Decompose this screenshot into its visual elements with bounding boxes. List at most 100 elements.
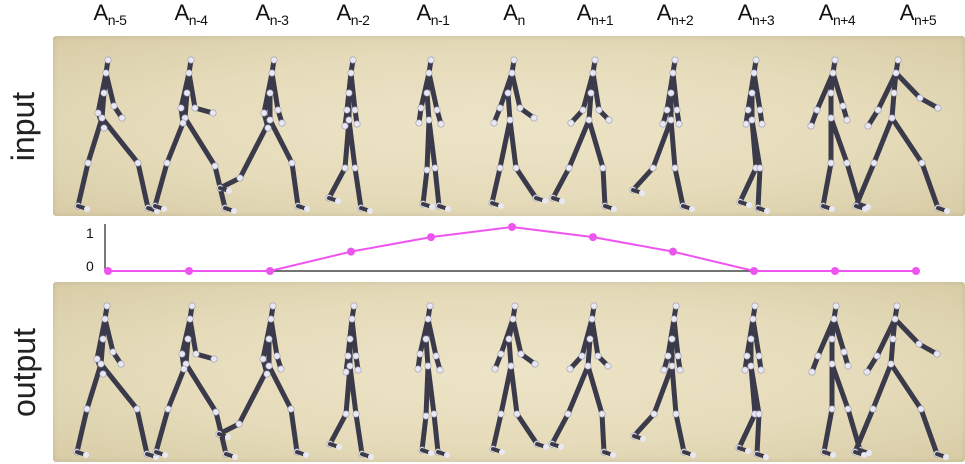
- skeleton-bone: [815, 316, 837, 359]
- skeleton-joint: [509, 315, 517, 323]
- input-panel: [53, 36, 965, 216]
- output-skeletons: [73, 302, 949, 460]
- column-label-subscript: n+4: [832, 12, 856, 28]
- skeleton-joint: [673, 106, 681, 114]
- skeleton-bone: [888, 361, 924, 412]
- skeleton-joint: [429, 204, 435, 210]
- skeleton-joint: [676, 366, 684, 374]
- skeleton-joint: [813, 106, 821, 114]
- skeleton-joint: [559, 198, 565, 204]
- skeleton-figure: [548, 302, 616, 458]
- skeleton-bone: [431, 411, 441, 455]
- column-label: An-5: [94, 0, 127, 28]
- skeleton-bone: [423, 363, 431, 419]
- skeleton-bone: [134, 406, 150, 457]
- skeleton-bone: [586, 90, 594, 123]
- skeleton-joint: [586, 335, 594, 343]
- skeleton-bone: [424, 90, 432, 123]
- skeleton-joint: [674, 352, 682, 360]
- skeleton-joint: [745, 448, 751, 454]
- weight-point: [104, 267, 112, 275]
- skeleton-joint: [891, 315, 899, 323]
- skeleton-joint: [587, 89, 595, 97]
- skeleton-bone: [508, 363, 520, 417]
- skeleton-joint: [265, 362, 273, 370]
- skeleton-bone: [673, 411, 687, 455]
- weight-point: [912, 267, 920, 275]
- skeleton-joint: [209, 109, 217, 117]
- skeleton-bone: [749, 117, 763, 171]
- column-label-subscript: n-1: [430, 12, 450, 28]
- skeleton-joint: [589, 69, 597, 77]
- skeleton-joint: [342, 368, 350, 376]
- skeleton-bone: [820, 160, 834, 209]
- skeleton-joint: [807, 122, 815, 130]
- skeleton-joint: [98, 114, 106, 122]
- skeleton-joint: [83, 405, 91, 413]
- skeleton-figure: [736, 56, 770, 214]
- skeleton-bone: [75, 160, 91, 209]
- skeleton-joint: [830, 315, 838, 323]
- skeleton-bone: [590, 70, 602, 113]
- skeleton-joint: [415, 119, 423, 127]
- skeleton-bone: [432, 165, 442, 209]
- skeleton-joint: [869, 405, 877, 413]
- skeleton-joint: [944, 208, 950, 214]
- skeleton-joint: [264, 124, 272, 132]
- skeleton-joint: [177, 104, 185, 112]
- skeleton-joint: [344, 352, 352, 360]
- skeleton-joint: [598, 410, 606, 418]
- skeleton-bone: [585, 336, 593, 369]
- skeleton-joint: [346, 335, 354, 343]
- skeleton-joint: [747, 335, 755, 343]
- skeleton-bone: [918, 406, 940, 457]
- skeleton-joint: [578, 352, 586, 360]
- skeleton-bone: [630, 165, 656, 193]
- skeleton-joint: [756, 164, 764, 172]
- skeleton-joint: [265, 335, 273, 343]
- skeleton-joint: [351, 106, 359, 114]
- skeleton-joint: [595, 106, 603, 114]
- skeleton-joint: [100, 124, 108, 132]
- column-label: An-3: [256, 0, 289, 28]
- weight-point: [589, 233, 597, 242]
- skeleton-joint: [513, 410, 521, 418]
- skeleton-bone: [288, 406, 300, 455]
- skeleton-bone: [349, 316, 359, 359]
- column-label-base: A: [818, 0, 834, 25]
- skeleton-joint: [134, 159, 142, 167]
- skeleton-joint: [278, 119, 286, 127]
- skeleton-joint: [161, 206, 167, 212]
- skeleton-joint: [341, 122, 349, 130]
- skeleton-joint: [672, 410, 680, 418]
- skeleton-bone: [829, 361, 851, 412]
- skeleton-joint: [506, 116, 514, 124]
- skeleton-joint: [184, 335, 192, 343]
- skeleton-joint: [828, 405, 836, 413]
- skeleton-bone: [489, 165, 503, 206]
- column-label-subscript: n+2: [670, 12, 694, 28]
- skeleton-joint: [747, 362, 755, 370]
- skeleton-bone: [424, 117, 432, 173]
- skeleton-joint: [668, 362, 676, 370]
- skeleton-joint: [437, 120, 445, 128]
- weight-point: [508, 223, 516, 231]
- skeleton-figure: [629, 56, 695, 212]
- skeleton-joint: [839, 102, 847, 110]
- skeleton-joint: [610, 452, 616, 458]
- skeleton-joint: [490, 119, 498, 127]
- skeleton-figure: [852, 56, 950, 214]
- skeleton-joint: [659, 120, 667, 128]
- skeleton-joint: [830, 452, 836, 458]
- skeleton-joint: [103, 302, 111, 310]
- skeleton-joint: [185, 69, 193, 77]
- skeleton-joint: [840, 348, 848, 356]
- skeleton-joint: [260, 109, 268, 117]
- column-label-subscript: n+3: [751, 12, 775, 28]
- skeleton-joint: [303, 452, 309, 458]
- skeleton-joint: [416, 350, 424, 358]
- skeleton-joint: [433, 106, 441, 114]
- skeleton-joint: [432, 352, 440, 360]
- skeleton-figure: [808, 302, 872, 458]
- column-label-subscript: n-2: [350, 12, 370, 28]
